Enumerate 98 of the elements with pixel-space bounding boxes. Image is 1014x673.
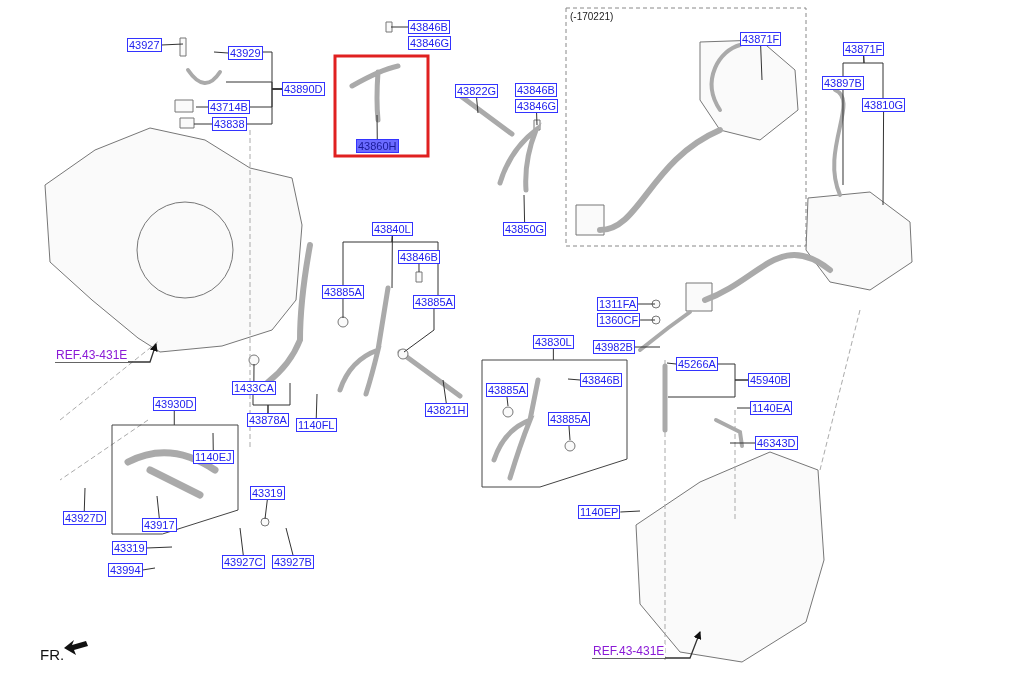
leader-line <box>195 106 209 108</box>
part-number-label: 43846B <box>398 250 440 264</box>
leader-line <box>342 298 344 319</box>
part-number-label: 1433CA <box>232 381 276 395</box>
part-number-label: 43927C <box>222 555 265 569</box>
leader-line <box>667 379 749 398</box>
group-frame <box>112 425 238 534</box>
part-number-label: 1360CF <box>597 313 641 327</box>
leader-line <box>142 567 156 571</box>
leader-line <box>842 89 844 186</box>
leader-line <box>156 495 160 519</box>
reference-label: REF.43-431E <box>55 348 129 362</box>
leader-line <box>193 123 213 125</box>
leader-line <box>54 343 158 363</box>
leader-line <box>523 194 526 223</box>
leader-line <box>552 348 554 361</box>
part-number-label: 43930D <box>153 397 196 411</box>
part-number-label: 43822G <box>455 84 499 98</box>
part-number-label: 43927D <box>63 511 106 525</box>
part-number-label: 43871F <box>843 42 885 56</box>
leader-line <box>637 303 656 305</box>
leader-line <box>619 510 641 513</box>
part-number-label: 43810G <box>862 98 906 112</box>
part-number-label: 1140EP <box>578 505 621 519</box>
leader-line <box>212 432 214 451</box>
group-frame <box>482 360 627 487</box>
leader-line <box>536 112 538 126</box>
part-number-label: 1140EA <box>750 401 793 415</box>
part-number-label: 43714B <box>208 100 250 114</box>
dashed-group-frame <box>566 8 806 246</box>
part-number-label: 1140FL <box>296 418 337 432</box>
leader-line <box>246 88 283 125</box>
leader-line <box>591 631 702 659</box>
part-number-label: 43846G <box>408 36 452 50</box>
part-number-label: 43929 <box>228 46 263 60</box>
leader-line <box>146 546 173 549</box>
note-text: (-170221) <box>570 11 614 22</box>
leader-line <box>882 111 885 206</box>
leader-line <box>666 362 677 365</box>
part-number-label: 43885A <box>486 383 528 397</box>
leader-line <box>253 363 255 382</box>
part-number-label: 43846B <box>515 83 557 97</box>
leader-line <box>285 527 294 556</box>
part-number-label: 43897B <box>822 76 864 90</box>
part-number-label: 43927B <box>272 555 314 569</box>
leader-line <box>403 308 435 353</box>
leader-line <box>391 235 439 296</box>
part-number-label: 43885A <box>322 285 364 299</box>
leader-line <box>83 487 86 512</box>
part-number-label: 43319 <box>250 486 285 500</box>
part-number-label: 43838 <box>212 117 247 131</box>
part-number-label: 43890D <box>282 82 325 96</box>
leader-line <box>567 378 581 381</box>
part-number-label: 1311FA <box>597 297 639 311</box>
part-number-label: 45266A <box>676 357 718 371</box>
part-number-label: 43846B <box>580 373 622 387</box>
highlight-frame <box>335 56 428 156</box>
leader-line <box>315 393 318 419</box>
part-number-label: 43319 <box>112 541 147 555</box>
leader-line <box>476 97 479 114</box>
leader-line <box>506 396 509 407</box>
part-number-label: 43846B <box>408 20 450 34</box>
part-number-label: 43871F <box>740 32 782 46</box>
part-number-label: 43982B <box>593 340 635 354</box>
part-number-label: 43846G <box>515 99 559 113</box>
leader-line <box>863 55 884 99</box>
part-number-label: 43878A <box>247 413 289 427</box>
part-number-label: 46343D <box>755 436 798 450</box>
leader-line <box>161 43 184 46</box>
part-number-label: 45940B <box>748 373 790 387</box>
part-number-label: 43994 <box>108 563 143 577</box>
part-number-label: 1140EJ <box>193 450 234 464</box>
leader-line <box>264 499 268 520</box>
part-number-label: 43885A <box>413 295 455 309</box>
part-number-label: 43821H <box>425 403 468 417</box>
leader-line <box>213 51 229 54</box>
part-number-label: 43885A <box>548 412 590 426</box>
part-number-label: 43860H <box>356 139 399 153</box>
leader-line <box>418 263 420 273</box>
leader-line <box>376 114 378 140</box>
leader-line <box>736 407 751 409</box>
leader-line <box>634 346 661 348</box>
leader-line <box>267 382 291 414</box>
part-number-label: 43840L <box>372 222 413 236</box>
leader-line <box>729 442 756 444</box>
leader-line <box>173 410 175 426</box>
part-number-label: 43927 <box>127 38 162 52</box>
leader-line <box>390 26 409 28</box>
leader-line <box>760 45 763 81</box>
leader-line <box>239 527 244 556</box>
part-number-label: 43917 <box>142 518 177 532</box>
part-number-label: 43850G <box>503 222 547 236</box>
leader-line <box>639 319 656 321</box>
part-number-label: 43830L <box>533 335 574 349</box>
reference-label: REF.43-431E <box>592 644 666 658</box>
leader-line <box>442 379 447 404</box>
front-label: FR. <box>40 646 65 663</box>
leader-line <box>568 425 571 441</box>
